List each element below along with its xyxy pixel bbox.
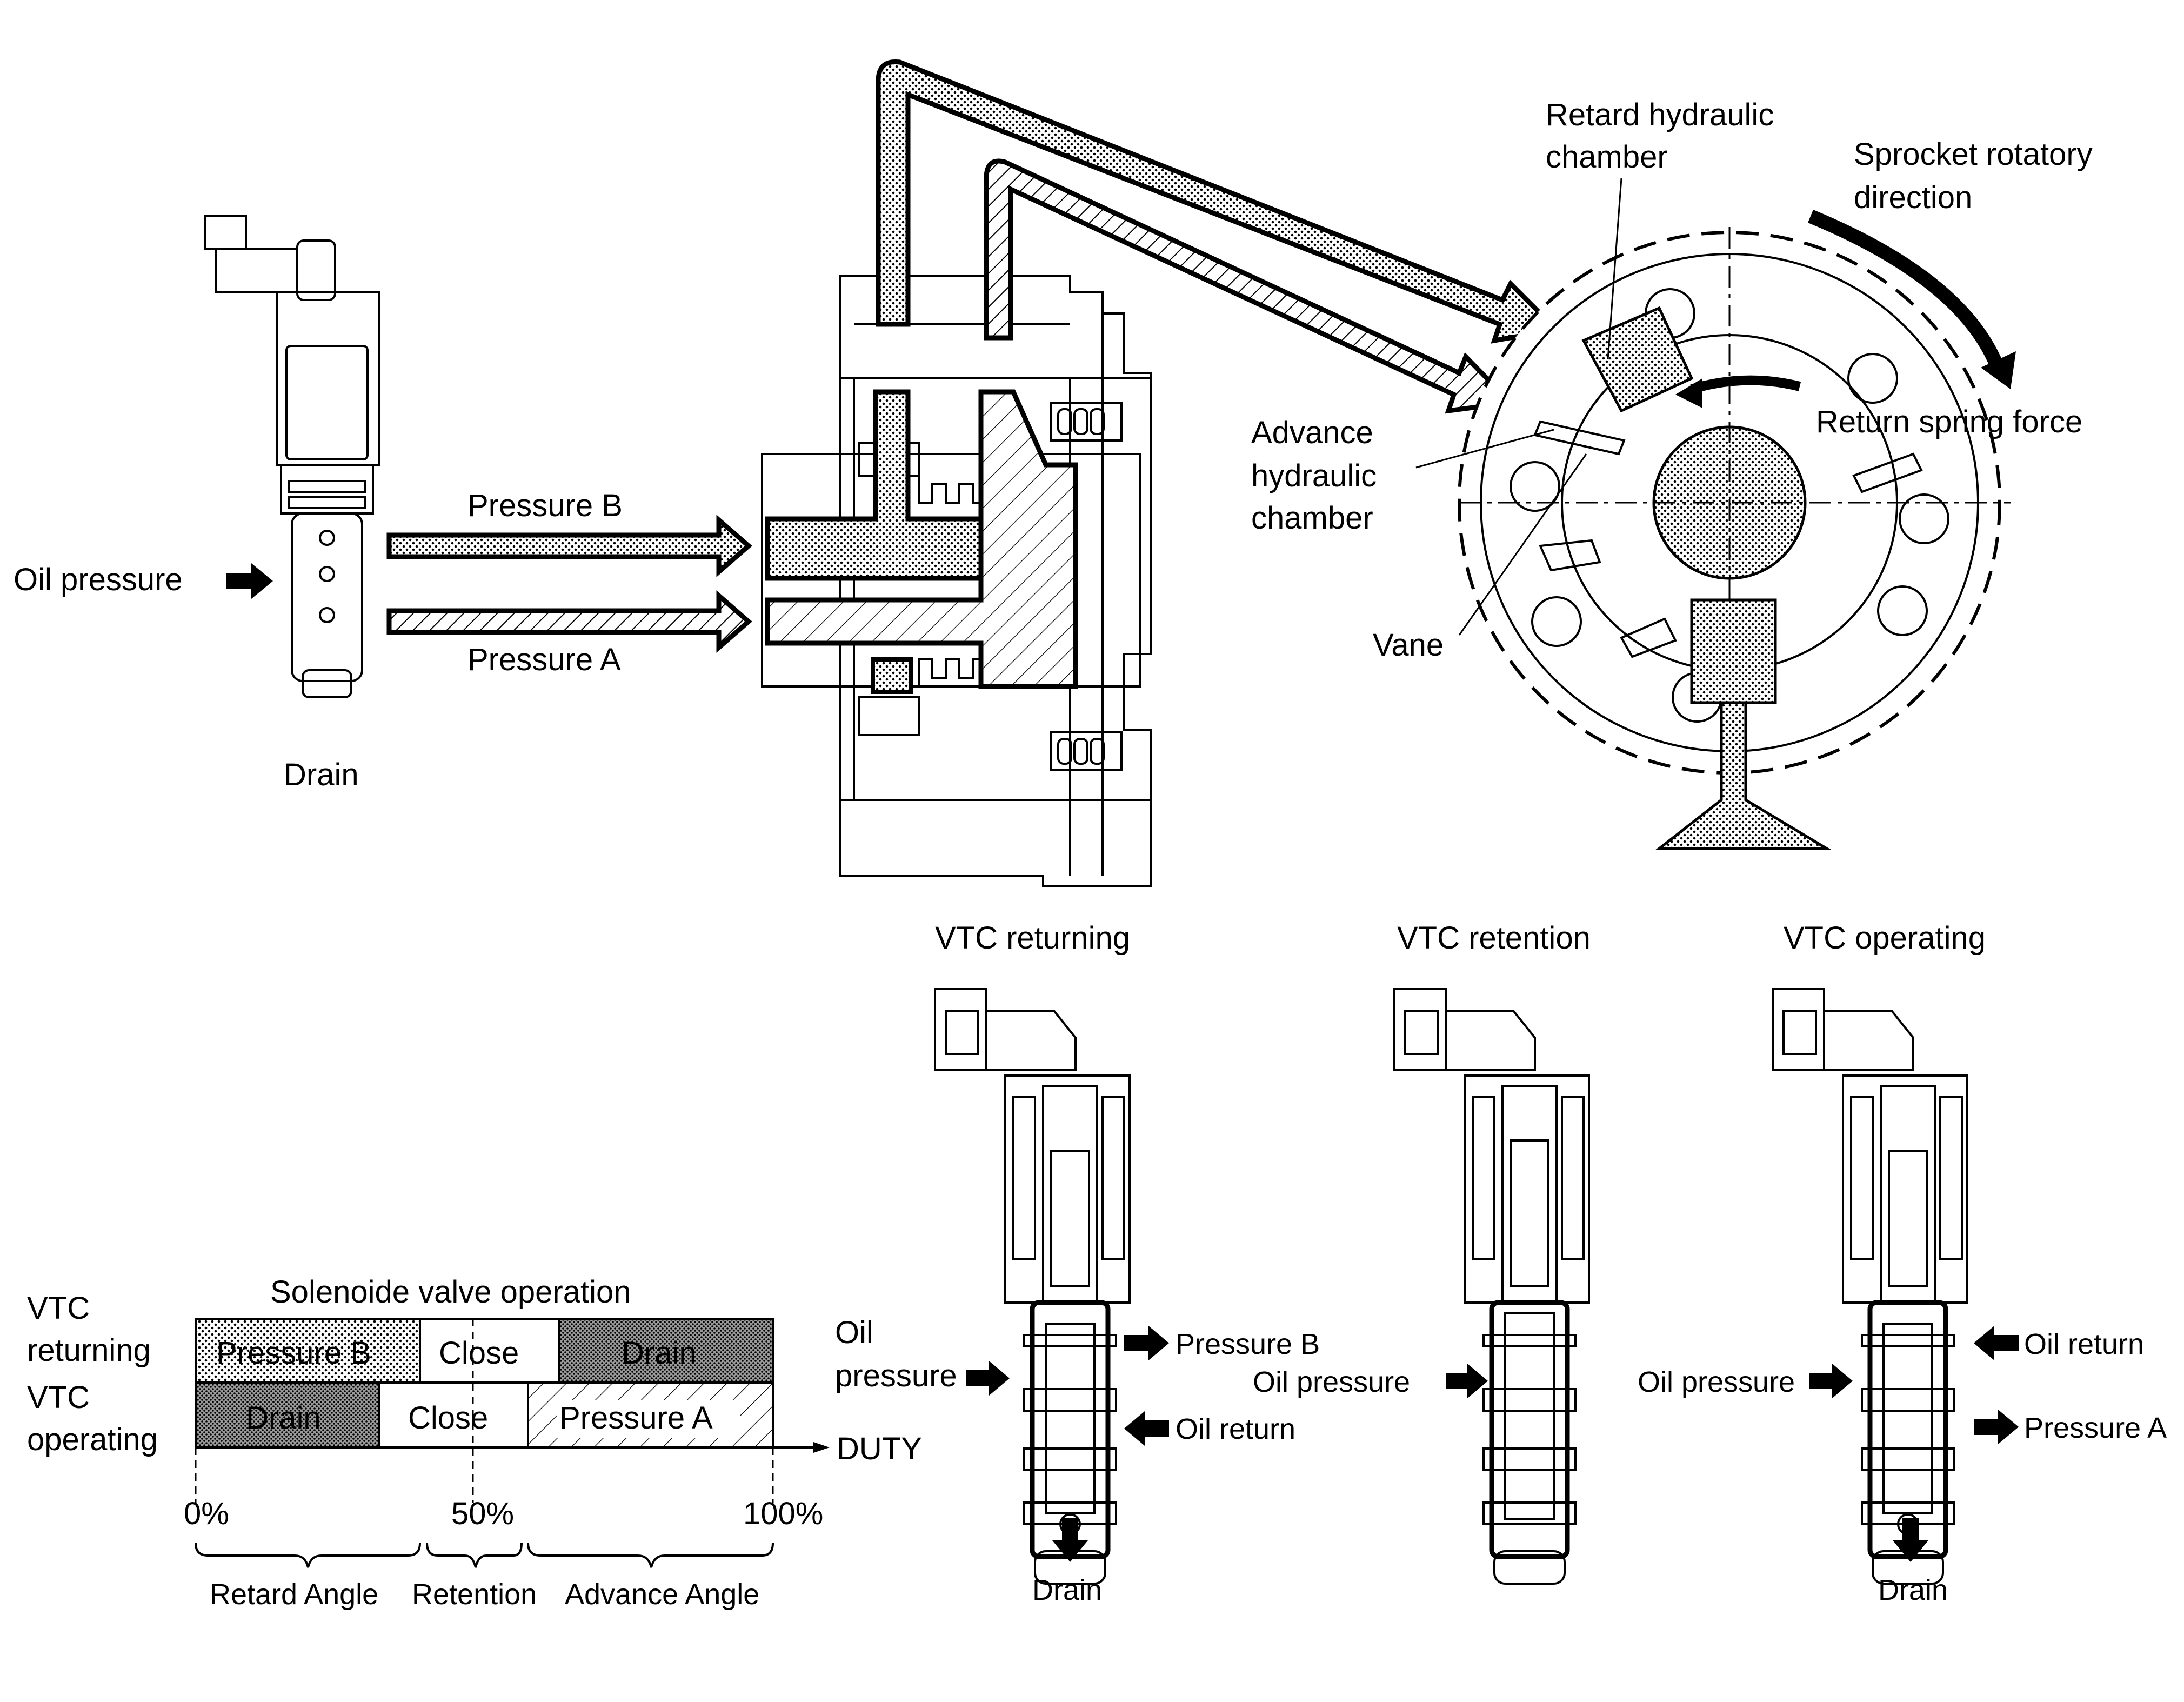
- chart-row1-label-2: returning: [27, 1333, 151, 1368]
- chart-row2-cell-1: [195, 1381, 380, 1449]
- arrow-right-icon: [1809, 1364, 1853, 1398]
- advance-chamber-label-2: hydraulic: [1251, 458, 1377, 493]
- sprocket-direction-arrow: [1808, 209, 2007, 376]
- returning-drain-label: Drain: [1032, 1574, 1102, 1606]
- sprocket-direction-label-1: Sprocket rotatory: [1854, 137, 2093, 172]
- solenoid-operating-icon: [1772, 988, 1968, 1585]
- arrow-left-icon: [1124, 1411, 1169, 1446]
- return-spring-label: Return spring force: [1816, 404, 2082, 439]
- sprocket-icon: [1458, 227, 2011, 850]
- operating-oil-return-label: Oil return: [2024, 1328, 2144, 1360]
- returning-oil-return-label: Oil return: [1176, 1413, 1295, 1445]
- arrow-right-icon: [1974, 1410, 2019, 1444]
- arrow-right-icon: [966, 1361, 1010, 1396]
- chart-range-retard: Retard Angle: [210, 1578, 378, 1611]
- chart-row2-label-2: operating: [27, 1422, 158, 1457]
- retention-oil-label: Oil pressure: [1253, 1366, 1410, 1398]
- returning-oil-label-2: pressure: [835, 1358, 957, 1393]
- chart-row1-cell-2: [419, 1318, 560, 1384]
- operating-oil-label: Oil pressure: [1638, 1366, 1795, 1398]
- chart-row2-cell-2: [378, 1381, 529, 1449]
- retard-chamber-label-2: chamber: [1546, 139, 1668, 175]
- chart-tick-0: 0%: [184, 1496, 229, 1531]
- pressure-b-label: Pressure B: [467, 488, 623, 523]
- drain-label: Drain: [284, 757, 359, 792]
- retard-chamber-label-1: Retard hydraulic: [1546, 97, 1774, 132]
- arrow-down-icon: [1052, 1518, 1088, 1562]
- chart-axis-label: DUTY: [837, 1431, 922, 1466]
- chart-row2-label-1: VTC: [27, 1380, 90, 1415]
- operation-chart: Solenoide valve operation VTC returning …: [27, 1274, 922, 1611]
- chart-row2-cell-1-label: Drain: [246, 1400, 321, 1436]
- pressure-a-arrow: [386, 590, 752, 653]
- returning-oil-label-1: Oil: [835, 1315, 873, 1350]
- chart-row2-cell-3-label: Pressure A: [559, 1400, 713, 1436]
- chart-row1-cell-1: [195, 1318, 421, 1384]
- chart-range-retention: Retention: [412, 1578, 537, 1611]
- arrow-right-icon: [1124, 1326, 1169, 1360]
- pressure-b-arrow: [386, 515, 752, 577]
- vtc-retention-title: VTC retention: [1397, 920, 1591, 956]
- chart-row1-cell-2-label: Close: [439, 1336, 519, 1371]
- chart-title: Solenoide valve operation: [270, 1274, 631, 1310]
- arrow-down-icon: [1893, 1518, 1928, 1562]
- return-spring-arrow: [1690, 375, 1801, 394]
- chart-row1-cell-1-label: Pressure B: [216, 1336, 371, 1371]
- advance-chamber-label-3: chamber: [1251, 500, 1373, 536]
- advance-chamber-label-1: Advance: [1251, 415, 1373, 450]
- operating-drain-label: Drain: [1878, 1574, 1948, 1606]
- solenoid-returning-icon: [934, 988, 1131, 1585]
- chart-row1-label-1: VTC: [27, 1291, 90, 1326]
- vtc-operating-title: VTC operating: [1784, 920, 1986, 956]
- solenoid-retention-icon: [1393, 988, 1590, 1585]
- operating-pressure-a-label: Pressure A: [2024, 1412, 2167, 1444]
- chart-row2-cell-2-label: Close: [408, 1400, 488, 1436]
- pressure-a-route-arrow: [984, 158, 1516, 414]
- arrow-right-icon: [1446, 1364, 1488, 1398]
- chart-range-advance: Advance Angle: [565, 1578, 759, 1611]
- arrow-left-icon: [1974, 1326, 2019, 1360]
- returning-pressure-b-label: Pressure B: [1176, 1328, 1320, 1360]
- chart-tick-50: 50%: [451, 1496, 514, 1531]
- oil-control-valve-icon: [761, 275, 1152, 887]
- pressure-b-route-arrow: [876, 59, 1562, 344]
- vtc-returning-title: VTC returning: [935, 920, 1130, 956]
- oil-pressure-label: Oil pressure: [14, 562, 183, 597]
- solenoid-valve-icon: [204, 215, 380, 698]
- pressure-a-label: Pressure A: [467, 642, 621, 677]
- sprocket-direction-label-2: direction: [1854, 180, 1972, 215]
- vane-label: Vane: [1373, 628, 1444, 663]
- chart-tick-100: 100%: [743, 1496, 823, 1531]
- chart-row1-cell-3-label: Drain: [622, 1336, 697, 1371]
- chart-row1-cell-3: [558, 1318, 774, 1384]
- arrow-right-icon: [226, 563, 273, 599]
